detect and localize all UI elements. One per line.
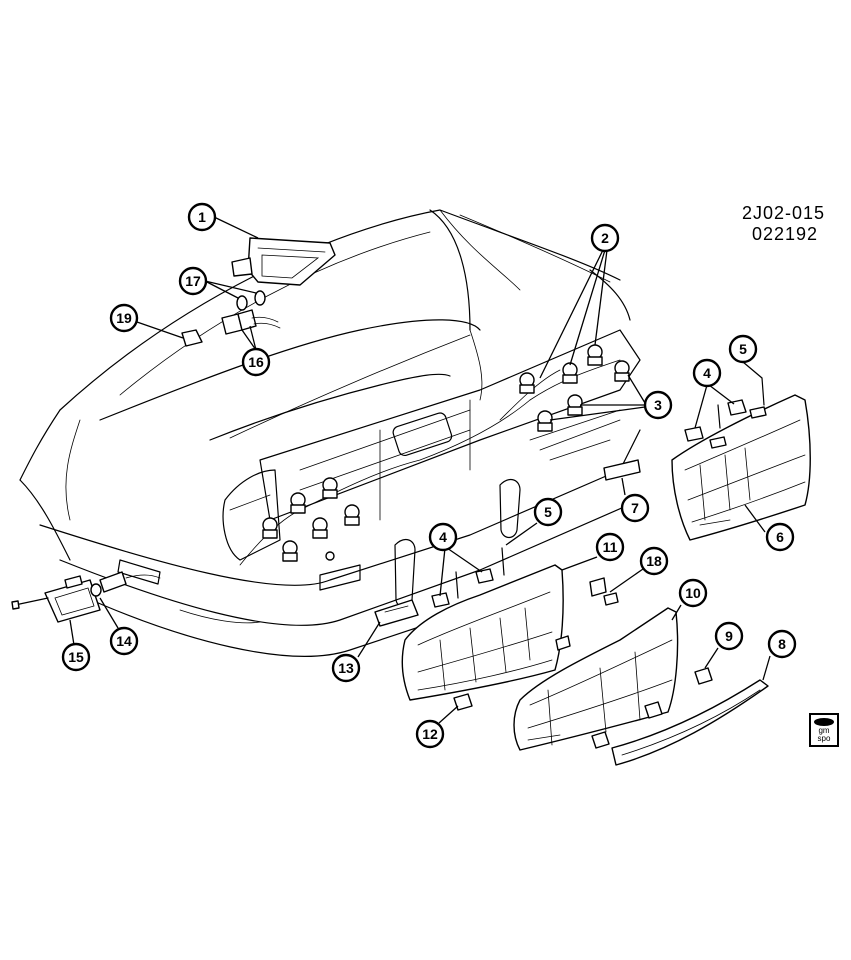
callout-8: 8 xyxy=(767,629,797,659)
bulb-socket-2 xyxy=(322,477,338,499)
license-lamp-assembly xyxy=(11,575,101,623)
callout-9-label: 9 xyxy=(725,628,733,644)
callout-10-label: 10 xyxy=(685,585,701,601)
callout-1: 1 xyxy=(187,202,217,232)
callout-8-label: 8 xyxy=(778,636,786,652)
callout-18-label: 18 xyxy=(646,553,662,569)
lamp-clip xyxy=(453,693,473,711)
tail-lamp-lens xyxy=(513,607,679,751)
callout-14-label: 14 xyxy=(116,633,132,649)
bulb-socket-10 xyxy=(614,360,630,382)
callout-5-right-label: 5 xyxy=(739,341,747,357)
hmsl-bracket xyxy=(181,329,203,347)
callout-10: 10 xyxy=(678,578,708,608)
callout-19-label: 19 xyxy=(116,310,132,326)
bulb-socket-12 xyxy=(537,410,553,432)
license-lamp-socket xyxy=(90,571,161,597)
callout-19: 19 xyxy=(109,303,139,333)
callout-17-label: 17 xyxy=(185,273,201,289)
callout-4-right-label: 4 xyxy=(703,365,711,381)
hmsl-sockets xyxy=(221,309,281,335)
bulb-socket-3 xyxy=(262,517,278,539)
bulb-socket-6 xyxy=(282,540,298,562)
callout-2-label: 2 xyxy=(601,230,609,246)
callout-2: 2 xyxy=(590,223,620,253)
bulb-socket-7 xyxy=(519,372,535,394)
high-mount-stop-lamp xyxy=(231,237,336,286)
callout-15: 15 xyxy=(61,642,91,672)
callout-18: 18 xyxy=(639,546,669,576)
hmsl-bulbs xyxy=(236,290,266,311)
callout-4-left-label: 4 xyxy=(439,529,447,545)
lens-retainer-clip xyxy=(589,577,619,606)
callout-13: 13 xyxy=(331,653,361,683)
bulb-socket-5 xyxy=(344,504,360,526)
callout-5-right: 5 xyxy=(728,334,758,364)
left-nuts-screws xyxy=(431,547,505,608)
diagram-reference-code: 2J02-015 xyxy=(742,203,826,223)
gm-spo-logo: gm spo xyxy=(809,713,839,747)
logo-line-2: spo xyxy=(817,734,831,743)
callout-17: 17 xyxy=(178,266,208,296)
callout-9: 9 xyxy=(714,621,744,651)
callout-4-left: 4 xyxy=(428,522,458,552)
bulb-socket-8 xyxy=(562,362,578,384)
bulb-socket-11 xyxy=(567,394,583,416)
callout-3: 3 xyxy=(643,390,673,420)
callout-1-label: 1 xyxy=(198,209,206,225)
callout-7: 7 xyxy=(620,493,650,523)
callout-11: 11 xyxy=(595,532,625,562)
logo-line-1: gm xyxy=(818,726,830,735)
bulb-sockets xyxy=(262,344,630,562)
right-tail-lamp-assembly xyxy=(671,394,811,541)
bulb-socket-4 xyxy=(312,517,328,539)
diagram-reference-date: 022192 xyxy=(752,224,819,244)
bumper-molding xyxy=(611,679,769,766)
callout-15-label: 15 xyxy=(68,649,84,665)
vehicle-body xyxy=(19,209,641,657)
molding-clips xyxy=(591,667,713,749)
gm-oval-icon xyxy=(814,718,834,726)
callout-12: 12 xyxy=(415,719,445,749)
bulb-socket-1 xyxy=(290,492,306,514)
callout-16-label: 16 xyxy=(248,354,264,370)
callout-5-left: 5 xyxy=(533,497,563,527)
callout-12-label: 12 xyxy=(422,726,438,742)
callout-13-label: 13 xyxy=(338,660,354,676)
leader-lines xyxy=(69,216,771,724)
callout-4-right: 4 xyxy=(692,358,722,388)
callout-7-label: 7 xyxy=(631,500,639,516)
callout-3-label: 3 xyxy=(654,397,662,413)
reflex-reflector xyxy=(603,459,641,481)
bulb-socket-9 xyxy=(587,344,603,366)
callout-16: 16 xyxy=(241,347,271,377)
callout-6: 6 xyxy=(765,522,795,552)
callout-6-label: 6 xyxy=(776,529,784,545)
side-marker-lamp xyxy=(374,599,419,627)
callout-14: 14 xyxy=(109,626,139,656)
left-tail-lamp-housing xyxy=(401,564,564,701)
callout-11-label: 11 xyxy=(603,539,618,555)
callout-5-left-label: 5 xyxy=(544,504,552,520)
grommet xyxy=(325,551,335,561)
right-nuts-screws xyxy=(684,377,767,449)
